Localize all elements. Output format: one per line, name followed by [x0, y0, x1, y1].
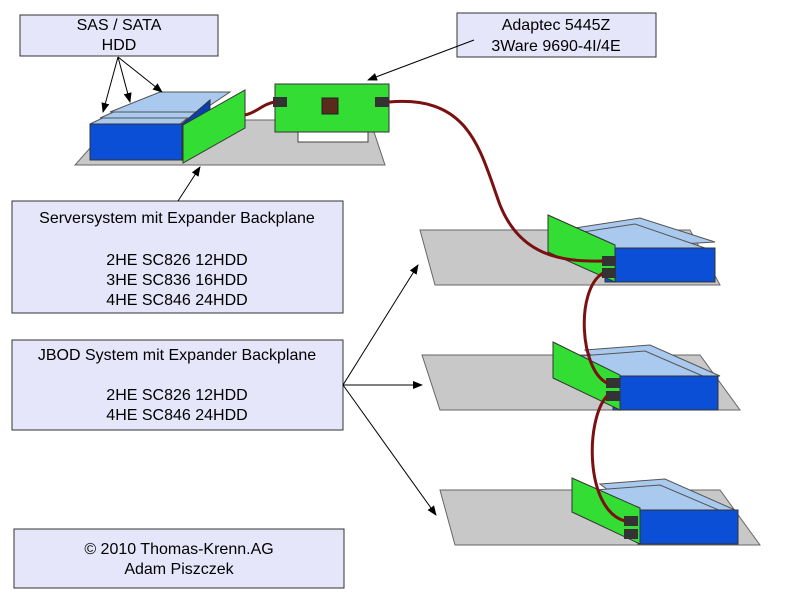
- arrow-icon: [117, 56, 163, 93]
- controller-label-box: Adaptec 5445Z 3Ware 9690-4I/4E: [456, 12, 657, 58]
- hdd-label-line2: HDD: [102, 37, 137, 54]
- server-label-model-1: 2HE SC826 12HDD: [106, 252, 247, 269]
- jbod2-connector-b: [606, 391, 620, 401]
- jbod-label-box: JBOD System mit Expander Backplane 2HE S…: [11, 339, 344, 431]
- jbod1-connector-a: [602, 256, 616, 266]
- arrows: [101, 39, 475, 516]
- copyright-line1: © 2010 Thomas-Krenn.AG: [84, 541, 273, 558]
- jbod-chassis-2: [421, 341, 741, 411]
- jbod1-connector-b: [602, 268, 616, 278]
- internal-sas-cable-icon: [244, 100, 276, 117]
- hdd-label-line1: SAS / SATA: [77, 17, 162, 34]
- controller-label-line2: 3Ware 9690-4I/4E: [491, 38, 620, 55]
- jbod-label-title: JBOD System mit Expander Backplane: [38, 347, 316, 364]
- arrow-icon: [342, 384, 437, 516]
- jbod2-connector-a: [606, 378, 620, 388]
- cable-jbod1-to-jbod2: [582, 271, 608, 385]
- jbod3-backplane-icon: [571, 477, 641, 545]
- server-system-chassis: [73, 83, 390, 166]
- external-sas-cables: [388, 99, 626, 523]
- jbod3-connector-b: [624, 529, 638, 539]
- arrow-icon: [367, 39, 475, 81]
- arrow-icon: [342, 264, 419, 386]
- controller-card-icon: [273, 83, 390, 143]
- server-label-model-2: 3HE SC836 16HDD: [106, 272, 247, 289]
- jbod-chassis-1: [419, 214, 721, 286]
- server-label-box: Serversystem mit Expander Backplane 2HE …: [11, 200, 344, 314]
- server-label-title: Serversystem mit Expander Backplane: [39, 210, 315, 227]
- arrow-icon: [101, 56, 119, 113]
- arrow-icon: [117, 56, 132, 103]
- jbod2-backplane-icon: [552, 341, 621, 411]
- server-backplane-icon: [182, 89, 246, 164]
- copyright-line2: Adam Piszczek: [124, 561, 234, 578]
- jbod1-backplane-icon: [547, 214, 616, 283]
- server-hdd-stack-icon: [89, 91, 232, 162]
- jbod2-hdd-stack-icon: [578, 344, 721, 411]
- jbod-label-model-1: 2HE SC826 12HDD: [106, 387, 247, 404]
- arrow-icon: [177, 166, 201, 202]
- jbod-label-model-2: 4HE SC846 24HDD: [106, 407, 247, 424]
- jbod3-connector-a: [624, 516, 638, 526]
- hdd-label-box: SAS / SATA HDD: [19, 14, 219, 57]
- copyright-label-box: © 2010 Thomas-Krenn.AG Adam Piszczek: [13, 528, 345, 589]
- jbod-chassis-3: [439, 477, 761, 546]
- controller-label-line1: Adaptec 5445Z: [502, 17, 611, 34]
- server-label-model-3: 4HE SC846 24HDD: [106, 292, 247, 309]
- cable-controller-to-jbod1: [388, 99, 604, 263]
- cable-jbod2-to-jbod3: [590, 394, 626, 523]
